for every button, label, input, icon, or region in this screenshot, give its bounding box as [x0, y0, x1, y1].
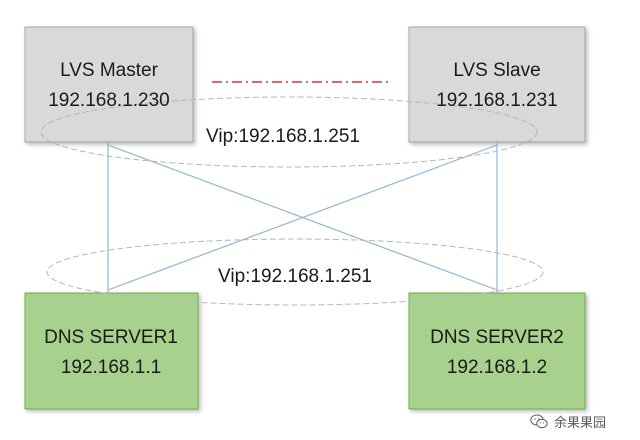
- lvs-master-title: LVS Master: [60, 60, 159, 81]
- lvs-master-box: [24, 26, 194, 143]
- dns-server1-box: [24, 292, 199, 410]
- wechat-icon: [530, 414, 548, 429]
- dns-server1-ip: 192.168.1.1: [61, 357, 161, 378]
- lvs-slave-box: [408, 26, 586, 143]
- vip-top-ellipse: [40, 96, 538, 168]
- link-slave-dns1: [107, 144, 498, 291]
- lvs-slave-title: LVS Slave: [453, 60, 540, 81]
- vip-bottom-label: Vip:192.168.1.251: [218, 266, 372, 287]
- dns-server2-title: DNS SERVER2: [430, 327, 564, 348]
- lvs-master-ip: 192.168.1.230: [48, 90, 170, 111]
- dns-server2-ip: 192.168.1.2: [447, 357, 547, 378]
- lvs-slave-ip: 192.168.1.231: [436, 90, 558, 111]
- watermark: 余果果园: [530, 412, 606, 431]
- watermark-text: 余果果园: [553, 416, 606, 431]
- vip-bottom-ellipse: [46, 238, 544, 306]
- dns-server1-title: DNS SERVER1: [44, 327, 178, 348]
- dns-server2-box: [408, 292, 586, 410]
- vip-top-label: Vip:192.168.1.251: [206, 126, 360, 147]
